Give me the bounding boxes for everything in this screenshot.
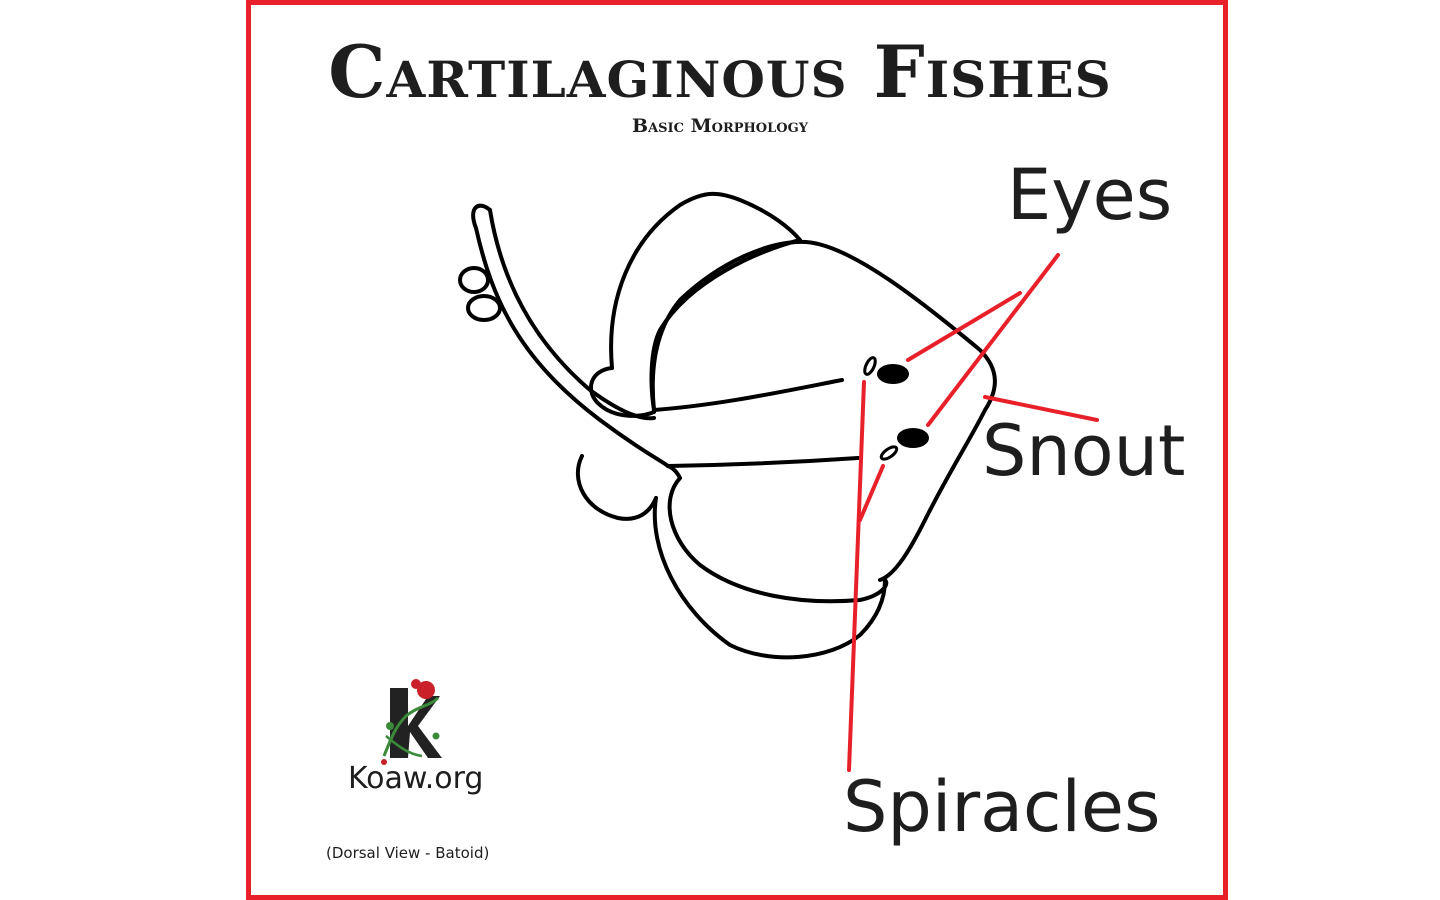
pointer-snout (983, 395, 1099, 422)
upper-disc (650, 239, 997, 582)
spiracle-upper (863, 356, 877, 376)
body-band-bottom (666, 456, 860, 468)
tail-inner (488, 208, 656, 421)
label-snout: Snout (982, 410, 1186, 492)
pointer-spiracles-b (858, 464, 885, 522)
page-subtitle: Basic Morphology (632, 115, 808, 137)
pointer-spiracles-a (847, 380, 866, 772)
eye-upper (877, 364, 909, 384)
poster-frame (246, 0, 1228, 900)
pointer-lines (847, 253, 1099, 772)
pointer-eyes-lower (926, 253, 1060, 427)
tail (471, 203, 670, 468)
label-spiracles: Spiracles (843, 766, 1161, 848)
eye-lower (897, 428, 929, 448)
lower-disc (667, 476, 889, 604)
pointer-eyes-upper (906, 291, 1022, 362)
view-caption: (Dorsal View - Batoid) (326, 844, 490, 862)
eyes-and-spiracles (863, 356, 929, 461)
logo-drop (381, 759, 387, 765)
upper-pectoral-fin (609, 191, 802, 412)
site-name: Koaw.org (348, 761, 484, 796)
tail-fin-lower (466, 294, 502, 322)
logo-leaf-2 (432, 732, 440, 740)
logo-rose (417, 681, 435, 699)
lower-pectoral-fin (652, 496, 887, 660)
batoid-outline (458, 191, 997, 660)
label-eyes: Eyes (1007, 154, 1173, 236)
logo-rose-bud (411, 679, 421, 689)
body-band-top (652, 378, 844, 412)
tail-fin-upper (458, 266, 490, 294)
rose-monogram-logo (381, 679, 442, 765)
logo-vine-2 (385, 735, 423, 758)
lower-disc-edge (666, 464, 682, 480)
pelvic-lobe-upper (589, 366, 656, 418)
spiracle-lower (879, 445, 899, 461)
logo-k-stem (390, 688, 442, 758)
page-title: Cartilaginous Fishes (328, 29, 1112, 114)
logo-leaf (386, 722, 394, 730)
pelvic-lobe-lower (575, 454, 658, 521)
